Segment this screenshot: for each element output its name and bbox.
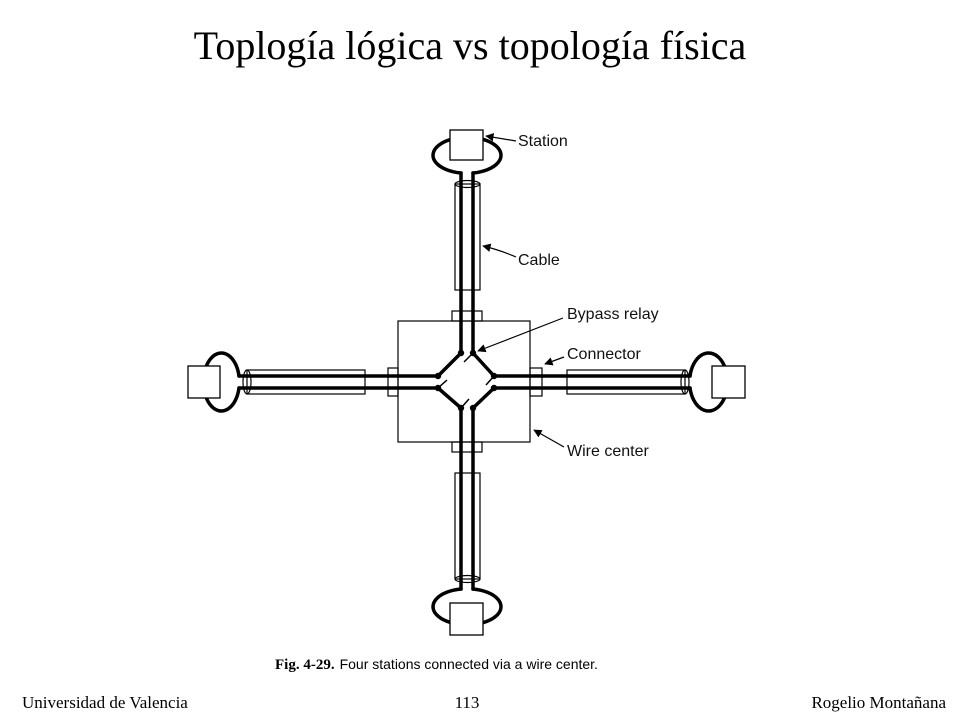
figure-number: Fig. 4-29.	[275, 657, 335, 673]
label-wire-center: Wire center	[567, 443, 649, 460]
bypass-relay-pointer	[477, 317, 564, 353]
relay-terminal	[469, 349, 477, 357]
station-right	[711, 365, 746, 399]
figure-caption-text: Four stations connected via a wire cente…	[339, 656, 598, 672]
relay-terminal	[490, 372, 498, 380]
footer-author: Rogelio Montañana	[811, 693, 946, 712]
connector-top	[451, 310, 483, 322]
wire-bottom	[459, 406, 475, 591]
label-station: Station	[518, 133, 568, 150]
relay-terminals	[434, 349, 498, 412]
wire-left	[237, 374, 440, 390]
cable-pointer	[482, 243, 517, 258]
cable-right	[566, 369, 690, 395]
cable-left	[242, 369, 366, 395]
footer-page-number: 113	[454, 693, 480, 712]
ring-wires	[201, 135, 730, 627]
station-pointer	[485, 133, 517, 142]
relay-terminal	[457, 404, 465, 412]
slide-title: Toplogía lógica vs topología física	[193, 23, 747, 68]
station-top	[449, 129, 484, 161]
wire-right	[492, 374, 692, 390]
relay-terminal	[434, 384, 442, 392]
wire-center-pointer	[533, 429, 565, 448]
wire-top	[459, 171, 475, 355]
station-left	[187, 365, 221, 399]
connector-pointer	[544, 356, 565, 366]
footer-institution: Universidad de Valencia	[22, 693, 188, 712]
connector-right	[529, 367, 543, 397]
figure-caption: Fig. 4-29.Four stations connected via a …	[275, 657, 598, 673]
cable-bottom	[454, 472, 481, 584]
relay-terminal	[457, 349, 465, 357]
connector-left	[387, 367, 399, 397]
bypass-relays	[437, 352, 495, 409]
label-cable: Cable	[518, 252, 560, 269]
wire-center-ring	[436, 351, 496, 410]
cable-top	[454, 179, 481, 291]
label-connector: Connector	[567, 346, 641, 363]
relay-terminal	[434, 372, 442, 380]
relay-terminal	[469, 404, 477, 412]
connector-bottom	[451, 441, 483, 453]
wire-center-box	[397, 320, 531, 443]
relay-terminal	[490, 384, 498, 392]
label-bypass-relay: Bypass relay	[567, 306, 659, 323]
station-bottom	[449, 602, 484, 636]
